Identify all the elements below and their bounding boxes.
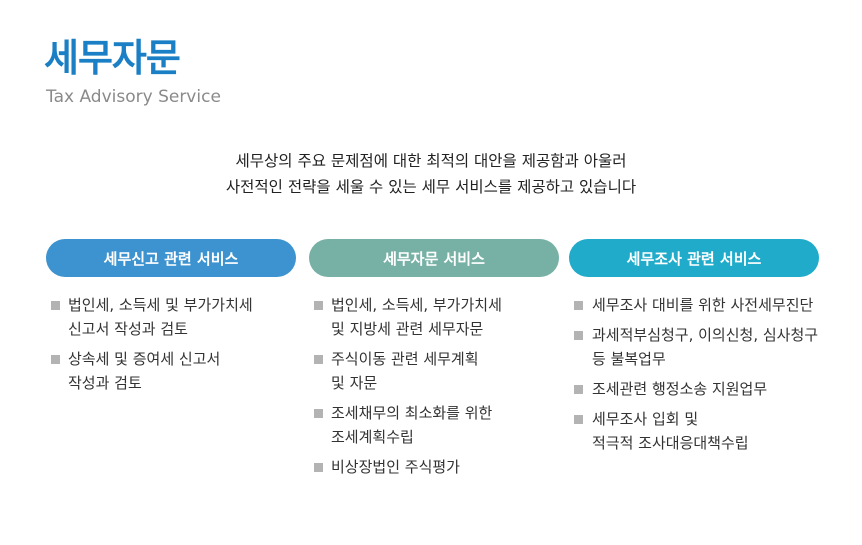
list-item: 세무조사 입회 및 적극적 조사대응대책수립	[569, 407, 819, 455]
tax-audit-column: 세무조사 관련 서비스 세무조사 대비를 위한 사전세무진단 과세적부심청구, …	[569, 239, 819, 461]
list-item: 비상장법인 주식평가	[309, 455, 559, 479]
square-bullet-icon	[314, 463, 323, 472]
list-item-line: 조세채무의 최소화를 위한	[331, 404, 493, 422]
tax-advisory-list: 법인세, 소득세, 부가가치세 및 지방세 관련 세무자문 주식이동 관련 세무…	[309, 293, 559, 479]
list-item: 과세적부심청구, 이의신청, 심사청구 등 불복업무	[569, 323, 819, 371]
intro-line-1: 세무상의 주요 문제점에 대한 최적의 대안을 제공함과 아울러	[235, 152, 627, 170]
tax-audit-list: 세무조사 대비를 위한 사전세무진단 과세적부심청구, 이의신청, 심사청구 등…	[569, 293, 819, 455]
square-bullet-icon	[574, 385, 583, 394]
square-bullet-icon	[314, 409, 323, 418]
intro-text: 세무상의 주요 문제점에 대한 최적의 대안을 제공함과 아울러 사전적인 전략…	[0, 148, 862, 200]
list-item-line: 비상장법인 주식평가	[331, 458, 460, 476]
list-item-line: 및 자문	[331, 374, 378, 392]
tax-filing-list: 법인세, 소득세 및 부가가치세 신고서 작성과 검토 상속세 및 증여세 신고…	[46, 293, 296, 395]
list-item-line: 법인세, 소득세 및 부가가치세	[68, 296, 253, 314]
list-item-line: 작성과 검토	[68, 374, 142, 392]
tax-audit-services-button[interactable]: 세무조사 관련 서비스	[569, 239, 819, 277]
page-title: 세무자문	[44, 36, 181, 80]
list-item-line: 법인세, 소득세, 부가가치세	[331, 296, 502, 314]
list-item: 상속세 및 증여세 신고서 작성과 검토	[46, 347, 296, 395]
tax-advisory-column: 세무자문 서비스 법인세, 소득세, 부가가치세 및 지방세 관련 세무자문 주…	[309, 239, 559, 485]
list-item-line: 신고서 작성과 검토	[68, 320, 188, 338]
list-item-line: 세무조사 대비를 위한 사전세무진단	[592, 296, 814, 314]
tax-filing-services-button[interactable]: 세무신고 관련 서비스	[46, 239, 296, 277]
list-item: 주식이동 관련 세무계획 및 자문	[309, 347, 559, 395]
list-item-line: 주식이동 관련 세무계획	[331, 350, 479, 368]
tax-filing-column: 세무신고 관련 서비스 법인세, 소득세 및 부가가치세 신고서 작성과 검토 …	[46, 239, 296, 401]
list-item: 조세채무의 최소화를 위한 조세계획수립	[309, 401, 559, 449]
list-item-line: 등 불복업무	[592, 350, 666, 368]
list-item: 조세관련 행정소송 지원업무	[569, 377, 819, 401]
square-bullet-icon	[574, 331, 583, 340]
list-item-line: 세무조사 입회 및	[592, 410, 699, 428]
list-item: 법인세, 소득세, 부가가치세 및 지방세 관련 세무자문	[309, 293, 559, 341]
square-bullet-icon	[314, 301, 323, 310]
square-bullet-icon	[314, 355, 323, 364]
tax-advisory-services-button[interactable]: 세무자문 서비스	[309, 239, 559, 277]
list-item-line: 및 지방세 관련 세무자문	[331, 320, 484, 338]
list-item: 법인세, 소득세 및 부가가치세 신고서 작성과 검토	[46, 293, 296, 341]
page-subtitle: Tax Advisory Service	[46, 87, 221, 107]
list-item-line: 적극적 조사대응대책수립	[592, 434, 749, 452]
square-bullet-icon	[574, 415, 583, 424]
list-item-line: 상속세 및 증여세 신고서	[68, 350, 221, 368]
list-item: 세무조사 대비를 위한 사전세무진단	[569, 293, 819, 317]
list-item-line: 조세계획수립	[331, 428, 414, 446]
square-bullet-icon	[51, 355, 60, 364]
square-bullet-icon	[574, 301, 583, 310]
list-item-line: 과세적부심청구, 이의신청, 심사청구	[592, 326, 819, 344]
square-bullet-icon	[51, 301, 60, 310]
intro-line-2: 사전적인 전략을 세울 수 있는 세무 서비스를 제공하고 있습니다	[225, 178, 637, 196]
list-item-line: 조세관련 행정소송 지원업무	[592, 380, 768, 398]
